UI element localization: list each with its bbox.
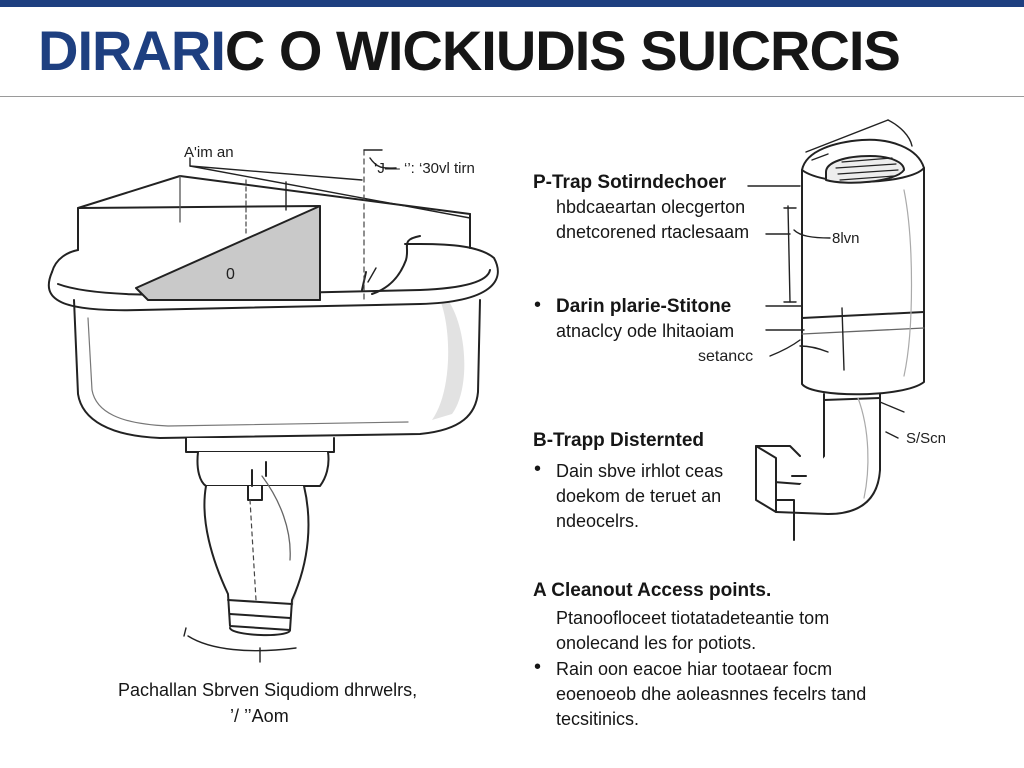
b-trap-bullet: • — [534, 458, 542, 480]
sink-illustration — [47, 149, 499, 663]
b-trap-line-1: Dain sbve irhlot ceas — [556, 461, 724, 481]
p-trap-line-2: dnetcorened rtaclesaam — [556, 222, 750, 242]
sink-caption-dimension: ’/ ’’Aom — [230, 706, 289, 726]
b-trap-line-3: ndeocelrs. — [556, 511, 640, 531]
drain-bullet: • — [534, 294, 542, 316]
cleanout-line-4: eoenoeob dhe aoleasnnes fecelrs tand — [556, 684, 867, 704]
cleanout-line-3: Rain oon eacoe hiar tootaear focm — [556, 659, 833, 679]
b-trap-heading: B-Trapp Disternted — [533, 430, 705, 451]
drain-heading: Darin plarie-Stitone — [556, 296, 732, 317]
cleanout-bullet: • — [534, 656, 542, 678]
cleanout-line-1: Ptanoofloceet tiotatadeteantie tom — [556, 608, 830, 628]
p-trap-heading: P-Trap Sotirndechoer — [533, 172, 727, 193]
sink-dimension-width: A'im an — [184, 144, 234, 161]
header-divider — [0, 96, 1024, 97]
page-title: DIRARIC O WICKIUDIS SUICRCIS — [38, 18, 901, 84]
page-title-accent: DIRARI — [38, 19, 226, 82]
b-trap-line-2: doekom de teruet an — [556, 486, 722, 506]
cleanout-heading: A Cleanout Access points. — [533, 580, 772, 601]
drain-line-2: setancc — [698, 348, 754, 365]
p-trap-line-1: hbdcaeartan olecgerton — [556, 197, 746, 217]
trap-dimension-side: 8lvn — [832, 230, 860, 247]
sink-caption: Pachallan Sbrven Siqudiom dhrwelrs, — [118, 680, 418, 700]
drain-line-1: atnaclcy ode lhitaoiam — [556, 321, 735, 341]
header-accent-bar — [0, 0, 1024, 7]
p-trap-illustration — [747, 119, 925, 541]
page-title-rest: C O WICKIUDIS SUICRCIS — [224, 19, 901, 82]
cleanout-line-2: onolecand les for potiots. — [556, 633, 757, 653]
trap-dimension-bottom: S/Scn — [906, 430, 947, 447]
cleanout-line-5: tecsitinics. — [556, 709, 640, 729]
sink-inner-mark: 0 — [226, 266, 235, 283]
sink-dimension-turn: ‘J— ‘’: ‘30vl tirn — [374, 160, 475, 177]
